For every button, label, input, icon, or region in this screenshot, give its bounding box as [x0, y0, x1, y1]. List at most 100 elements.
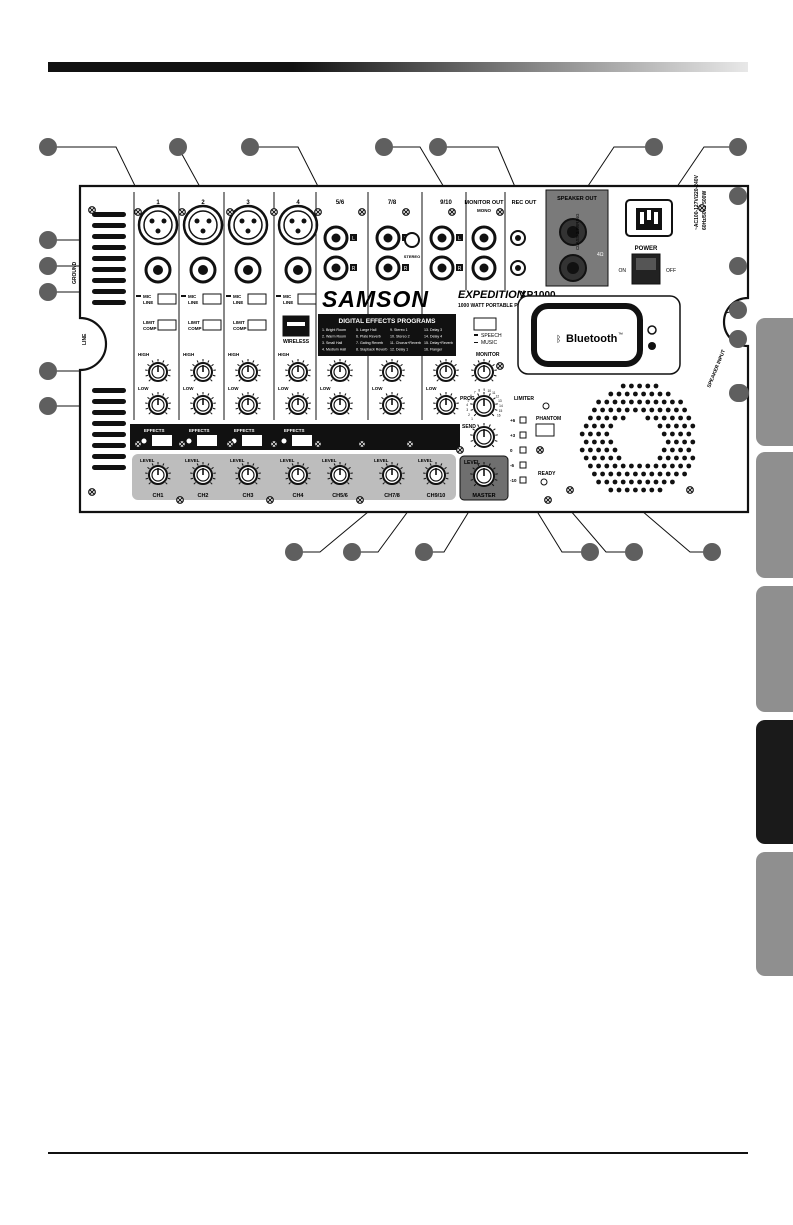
mic-line-switch[interactable] — [297, 293, 317, 305]
speaker-out-label: SPEAKER OUT — [557, 196, 597, 202]
screw — [448, 208, 456, 216]
monitor-knob-body[interactable] — [471, 359, 497, 382]
callout-marker — [729, 187, 747, 205]
level-knob[interactable] — [327, 462, 353, 485]
limit-comp-switch[interactable] — [202, 319, 222, 331]
master-knob-body[interactable] — [470, 462, 498, 487]
strip-name: CH5/6 — [332, 493, 348, 499]
low-eq-knob[interactable] — [379, 392, 405, 415]
vent-slot — [92, 465, 126, 470]
vent-slot — [92, 278, 126, 283]
high-eq-knob[interactable] — [327, 359, 353, 382]
bluetooth-pair-button[interactable] — [648, 342, 656, 350]
screw — [266, 496, 274, 504]
level-label: LEVEL — [322, 458, 337, 463]
callout-marker — [729, 257, 747, 275]
low-eq-knob[interactable] — [433, 392, 459, 415]
high-eq-knob[interactable] — [433, 359, 459, 382]
knob-tick — [399, 482, 402, 485]
send-knob-body[interactable] — [470, 423, 498, 448]
level-knob[interactable] — [285, 462, 311, 485]
channel-side-marker — [350, 264, 357, 271]
strip-name: CH4 — [292, 493, 304, 499]
side-tab-2[interactable] — [756, 452, 793, 578]
level-knob[interactable] — [423, 462, 449, 485]
knob-tick — [333, 360, 336, 363]
low-eq-knob[interactable] — [190, 392, 216, 415]
speech-label: SPEECH — [481, 333, 502, 339]
effects-button[interactable] — [197, 435, 217, 446]
xlr-pin — [149, 218, 155, 224]
knob-tick — [285, 374, 289, 377]
low-eq-knob[interactable] — [285, 392, 311, 415]
effects-programs-box — [318, 314, 456, 356]
grille-hole — [604, 431, 610, 437]
knob-tick — [255, 412, 258, 415]
prog-knob-body[interactable] — [470, 392, 498, 417]
screw — [358, 440, 366, 448]
mic-line-switch[interactable] — [202, 293, 222, 305]
screw — [496, 208, 504, 216]
effects-button[interactable] — [292, 435, 312, 446]
grille-hole — [592, 455, 597, 461]
mic-line-switch[interactable] — [157, 293, 177, 305]
side-tab-4-active[interactable] — [756, 720, 793, 844]
channel-side-marker — [402, 264, 409, 271]
phantom-switch[interactable] — [535, 423, 555, 437]
knob-tick — [147, 466, 150, 470]
xlr-pin — [206, 218, 212, 224]
knob-tick — [493, 428, 496, 431]
effects-button[interactable] — [152, 435, 172, 446]
side-letter: L — [458, 236, 461, 242]
effects-send-knob[interactable] — [470, 423, 498, 448]
low-eq-knob[interactable] — [235, 392, 261, 415]
master-level-knob[interactable] — [470, 462, 498, 487]
side-tab-1[interactable] — [756, 318, 793, 446]
knob-tick — [477, 424, 480, 427]
grille-hole — [616, 455, 622, 461]
limit-comp-switch[interactable] — [157, 319, 177, 331]
monitor-out-label: MONITOR OUT — [464, 200, 504, 206]
speech-music-switch[interactable] — [473, 317, 497, 331]
level-knob[interactable] — [379, 462, 405, 485]
grille-hole — [686, 431, 692, 437]
level-knob[interactable] — [145, 462, 171, 485]
grille-hole — [661, 447, 667, 453]
knob-tick — [429, 463, 432, 466]
knob-tick — [255, 482, 258, 485]
callout-marker — [39, 138, 57, 156]
low-eq-knob[interactable] — [145, 392, 171, 415]
high-eq-knob[interactable] — [145, 359, 171, 382]
vent-slot — [92, 267, 126, 272]
high-eq-knob[interactable] — [285, 359, 311, 382]
mic-line-switch[interactable] — [247, 293, 267, 305]
level-knob[interactable] — [190, 462, 216, 485]
xlr-pin — [295, 228, 301, 234]
knob-tick — [291, 393, 294, 396]
limit-comp-switch[interactable] — [247, 319, 267, 331]
high-eq-knob[interactable] — [379, 359, 405, 382]
effects-button-label: EFFECTS — [189, 428, 210, 433]
grille-hole — [649, 471, 655, 477]
knob-tick — [210, 379, 213, 382]
channel-number: 3 — [246, 200, 250, 206]
side-vent-slots — [92, 212, 126, 470]
wireless-port — [287, 322, 305, 326]
low-eq-knob[interactable] — [327, 392, 353, 415]
monitor-knob[interactable] — [471, 359, 497, 382]
side-tab-3[interactable] — [756, 586, 793, 712]
side-tab-5[interactable] — [756, 852, 793, 976]
high-eq-knob[interactable] — [190, 359, 216, 382]
stereo-mini-jack[interactable] — [404, 232, 420, 248]
grille-hole — [682, 455, 687, 461]
grille-hole — [649, 487, 655, 493]
effects-button[interactable] — [242, 435, 262, 446]
high-eq-knob[interactable] — [235, 359, 261, 382]
jack-core — [331, 233, 341, 243]
strip-name: CH9/10 — [427, 493, 446, 499]
level-knob[interactable] — [235, 462, 261, 485]
switch-rocker — [636, 258, 656, 270]
ground-label: GROUND — [72, 261, 78, 284]
grille-hole — [674, 439, 679, 445]
